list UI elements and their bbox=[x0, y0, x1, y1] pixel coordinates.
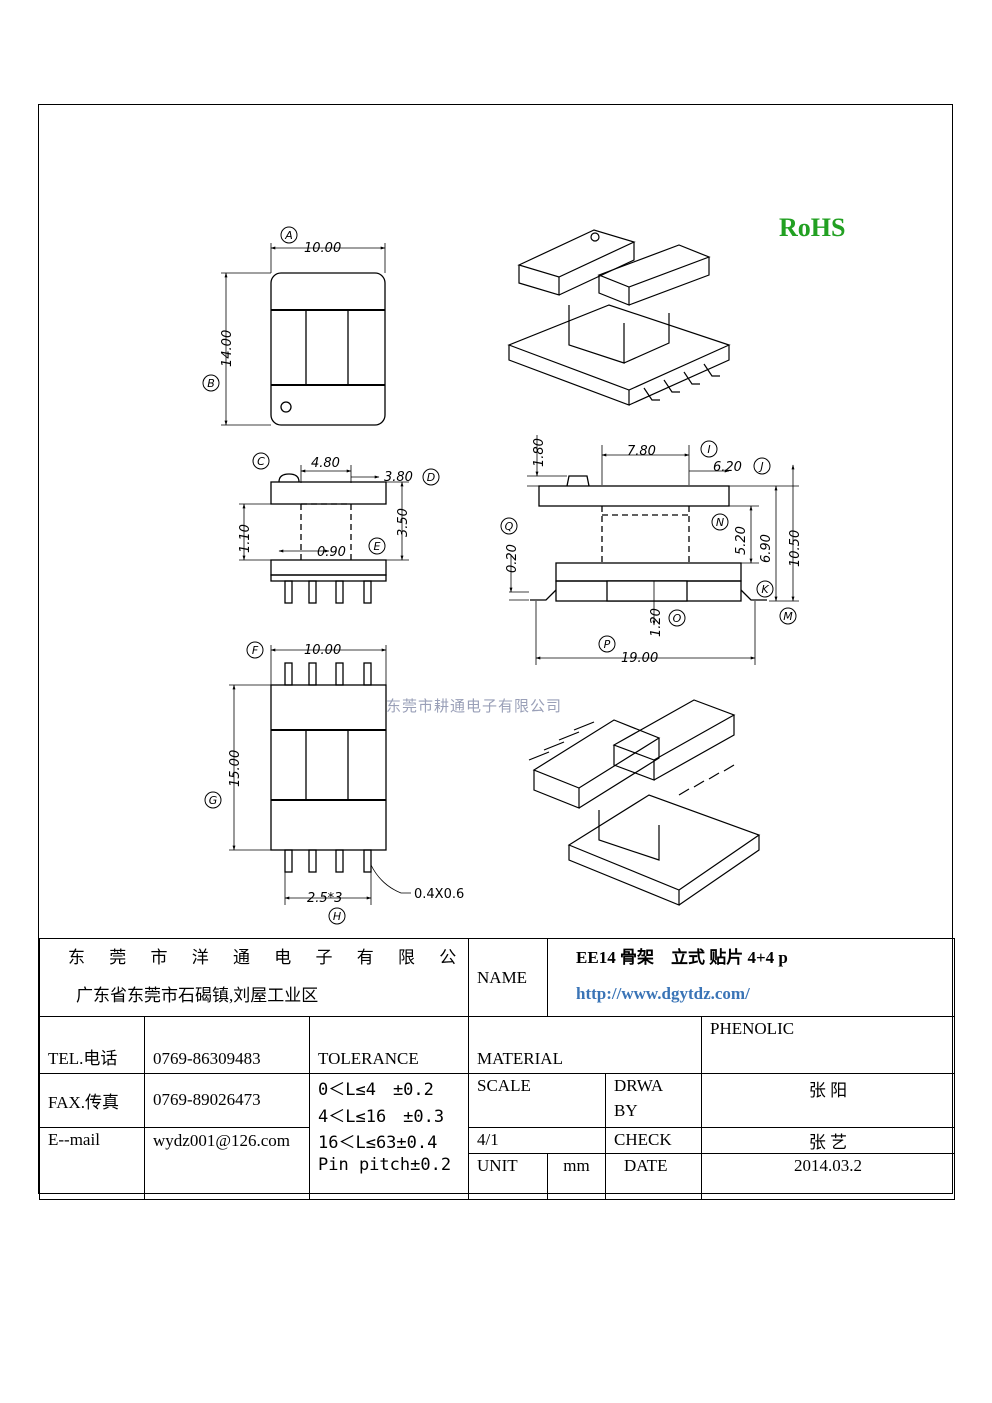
front-view bbox=[509, 435, 799, 665]
svg-text:G: G bbox=[209, 794, 218, 807]
date-label: DATE bbox=[605, 1152, 703, 1200]
tolerance-row-2: 4＜L≤16 ±0.3 bbox=[308, 1101, 470, 1127]
svg-text:Q: Q bbox=[505, 520, 514, 533]
callout-a: A bbox=[280, 226, 298, 244]
dim-q-text: 0.20 bbox=[505, 544, 520, 573]
name-label: NAME bbox=[468, 938, 549, 1017]
check-label: CHECK bbox=[605, 1126, 703, 1154]
tolerance-row-4: Pin pitch±0.2 bbox=[308, 1153, 470, 1200]
unit-value: mm bbox=[547, 1152, 607, 1200]
svg-text:P: P bbox=[604, 638, 611, 651]
fax-value: 0769-89026473 bbox=[144, 1073, 310, 1128]
dim-c-text: 4.80 bbox=[311, 456, 340, 471]
callout-j: J bbox=[753, 457, 771, 475]
side-view bbox=[239, 465, 409, 604]
dim-o-text: 1.20 bbox=[649, 608, 664, 637]
svg-text:D: D bbox=[427, 471, 435, 484]
dim-h1-text: 1.80 bbox=[532, 438, 547, 467]
svg-text:J: J bbox=[758, 460, 763, 473]
watermark: 东莞市耕通电子有限公司 bbox=[386, 697, 563, 715]
scale-value: 4/1 bbox=[468, 1126, 607, 1154]
callout-b: B bbox=[202, 374, 220, 392]
material-label: MATERIAL bbox=[468, 1016, 703, 1074]
svg-text:A: A bbox=[284, 229, 293, 242]
callout-k: K bbox=[756, 580, 774, 598]
callout-g: G bbox=[204, 791, 222, 809]
company-address: 广东省东莞市石碣镇,刘屋工业区 bbox=[38, 971, 470, 1017]
fax-label: FAX.传真 bbox=[39, 1073, 145, 1128]
callout-q: Q bbox=[500, 517, 518, 535]
title-block: 东 莞 市 洋 通 电 子 有 限 公 司 NAME EE14 骨架 立式 贴片… bbox=[38, 938, 956, 1200]
isometric-view-lower bbox=[528, 699, 761, 906]
tel-label: TEL.电话 bbox=[39, 1016, 145, 1074]
website-link[interactable]: http://www.dgytdz.com/ bbox=[547, 971, 956, 1017]
dim-j-text: 6.20 bbox=[713, 460, 742, 475]
isometric-view-upper bbox=[507, 229, 731, 406]
svg-text:C: C bbox=[257, 455, 265, 468]
svg-text:F: F bbox=[252, 644, 259, 657]
drawn-label-2: BY bbox=[605, 1101, 703, 1128]
bottom-view bbox=[229, 645, 411, 905]
dim-a-text: 10.00 bbox=[304, 241, 341, 256]
callout-o: O bbox=[668, 609, 686, 627]
material-value: PHENOLIC bbox=[701, 1016, 956, 1074]
svg-text:I: I bbox=[707, 443, 710, 456]
tel-value: 0769-86309483 bbox=[144, 1016, 310, 1074]
dim-k-text: 6.90 bbox=[759, 534, 774, 563]
drawn-label-1: DRWA bbox=[605, 1073, 703, 1101]
rohs-mark: RoHS bbox=[779, 213, 846, 242]
company-name: 东 莞 市 洋 通 电 子 有 限 公 司 bbox=[38, 938, 470, 971]
checked-by-value: 张 艺 bbox=[701, 1126, 956, 1154]
dim-d-text: 3.80 bbox=[384, 470, 413, 485]
tolerance-row-1: 0＜L≤4 ±0.2 bbox=[308, 1073, 470, 1101]
callout-n: N bbox=[711, 513, 729, 531]
technical-drawing: 10.00 14.00 4.80 3.80 1.10 0.90 3.50 7.8… bbox=[202, 226, 803, 925]
callout-d: D bbox=[422, 468, 440, 486]
product-name: EE14 骨架 立式 贴片 4+4 p bbox=[547, 938, 956, 971]
email-label: E--mail bbox=[39, 1126, 145, 1200]
dim-e2-text: 0.90 bbox=[317, 545, 346, 560]
drawing-area: RoHS 东莞市耕通电子有限公司 bbox=[39, 105, 954, 939]
drawing-sheet: RoHS 东莞市耕通电子有限公司 bbox=[38, 104, 956, 1200]
svg-text:M: M bbox=[783, 610, 793, 623]
dim-i-text: 7.80 bbox=[627, 444, 656, 459]
callout-f: F bbox=[246, 641, 264, 659]
callout-c: C bbox=[252, 452, 270, 470]
dim-pitch-text: 2.5*3 bbox=[307, 891, 342, 906]
callout-p: P bbox=[598, 635, 616, 653]
callout-i: I bbox=[700, 440, 718, 458]
svg-text:O: O bbox=[673, 612, 682, 625]
dim-f-text: 10.00 bbox=[304, 643, 341, 658]
unit-label: UNIT bbox=[468, 1152, 549, 1200]
dim-e1-text: 1.10 bbox=[238, 524, 253, 553]
svg-text:E: E bbox=[374, 540, 381, 553]
tolerance-row-3: 16＜L≤63±0.4 bbox=[308, 1127, 470, 1153]
scale-spacer bbox=[468, 1101, 607, 1128]
email-value: wydz001@126.com bbox=[144, 1126, 310, 1200]
dim-n-text: 5.20 bbox=[734, 526, 749, 555]
callout-e: E bbox=[368, 537, 386, 555]
svg-text:B: B bbox=[207, 377, 215, 390]
dim-p-text: 19.00 bbox=[621, 651, 658, 666]
dim-pin-text: 0.4X0.6 bbox=[414, 887, 464, 902]
svg-text:K: K bbox=[761, 583, 769, 596]
svg-text:N: N bbox=[716, 516, 724, 529]
dim-e3-text: 3.50 bbox=[396, 508, 411, 537]
dim-g-text: 15.00 bbox=[228, 750, 243, 787]
dim-b-text: 14.00 bbox=[220, 330, 235, 367]
svg-text:H: H bbox=[333, 910, 341, 923]
callout-h: H bbox=[328, 907, 346, 925]
top-view bbox=[221, 243, 386, 426]
drawn-by-value: 张 阳 bbox=[701, 1073, 956, 1128]
date-value: 2014.03.2 bbox=[701, 1152, 956, 1200]
callout-m: M bbox=[779, 607, 797, 625]
dim-m-text: 10.50 bbox=[788, 530, 803, 567]
scale-label: SCALE bbox=[468, 1073, 607, 1101]
tolerance-label: TOLERANCE bbox=[308, 1016, 470, 1074]
